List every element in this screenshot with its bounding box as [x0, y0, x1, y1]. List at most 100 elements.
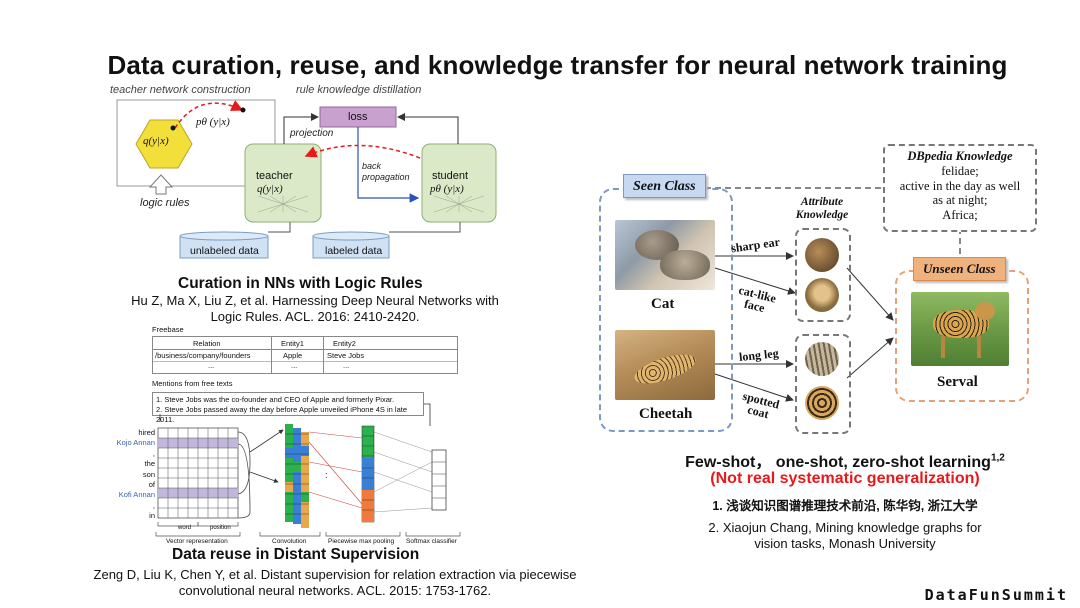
attribute-knowledge-line1: Attribute	[800, 196, 844, 208]
projection-curve-small	[174, 100, 244, 129]
word-son: son	[142, 469, 155, 479]
logic-caption-ref: Hu Z, Ma X, Liu Z, et al. Harnessing Dee…	[80, 293, 550, 325]
distant-ref-line1: Zeng D, Liu K, Chen Y, et al. Distant su…	[93, 567, 577, 582]
distant-ref-line2: convolutional neural networks. ACL. 2015…	[178, 583, 492, 598]
back-label: back	[362, 161, 382, 171]
dbpedia-line-1: felidae;	[941, 164, 979, 178]
position-axis-label: position	[210, 525, 231, 531]
word-the: the	[144, 459, 155, 469]
teacher-panel	[244, 143, 322, 223]
word-kojo: Kojo Annan	[116, 438, 155, 448]
loss-label: loss	[348, 111, 368, 123]
dbpedia-title: DBpedia Knowledge	[907, 149, 1013, 163]
logic-rules-label: logic rules	[140, 197, 190, 209]
freebase-table: Relation Entity1 Entity2 /business/compa…	[152, 336, 458, 374]
td-dots-2: ...	[291, 361, 298, 370]
convolution-label: Convolution	[272, 538, 307, 545]
word-hired: hired	[138, 428, 155, 437]
dbpedia-panel: DBpedia Knowledge felidae; active in the…	[883, 144, 1037, 232]
seen-class-label: Seen Class	[633, 179, 696, 194]
pooling-label: Piecewise max pooling	[328, 538, 395, 545]
td-dots-1: ...	[208, 361, 215, 370]
slide-title: Data curation, reuse, and knowledge tran…	[107, 50, 1008, 80]
cat-photo	[615, 220, 715, 290]
word-of: of	[148, 480, 155, 490]
zero-shot-figure: Seen Class Cat Cheetah Attribute Knowled…	[595, 138, 1045, 438]
logic-caption-title: Curation in NNs with Logic Rules	[178, 275, 423, 292]
word-in: in	[149, 511, 155, 521]
zero-ref-1: 1. 浅谈知识图谱推理技术前沿, 陈华钧, 浙江大学	[712, 499, 978, 513]
unlabeled-data-cylinder	[179, 231, 269, 259]
coat-thumbnail	[805, 386, 839, 420]
td-relation: /business/company/founders	[155, 351, 251, 360]
dbpedia-line-2: active in the day as well	[899, 178, 1021, 193]
attribute-panel-cheetah	[795, 334, 851, 434]
td-entity1: Apple	[283, 351, 303, 360]
pooling-column	[361, 425, 375, 523]
zero-ref-2-line2: vision tasks, Monash University	[754, 536, 936, 551]
labeled-data-cylinder	[312, 231, 390, 259]
zero-caption-title: Few-shot， one-shot, zero-shot learning	[685, 454, 991, 471]
distant-caption-ref: Zeng D, Liu K, Chen Y, et al. Distant su…	[60, 567, 610, 599]
student-label: student	[432, 170, 469, 182]
softmax-label: Softmax classifier	[406, 538, 457, 545]
th-entity1: Entity1	[281, 339, 304, 348]
th-relation: Relation	[193, 339, 221, 348]
face-thumbnail	[805, 278, 839, 312]
p-formula: pθ (y|x)	[196, 116, 230, 128]
word-axis-label: word	[178, 525, 192, 531]
mention-2: 2. Steve Jobs passed away the day before…	[156, 405, 408, 424]
vector-representation-label: Vector representation	[166, 538, 228, 545]
student-panel	[421, 143, 497, 223]
cheetah-label: Cheetah	[639, 406, 693, 422]
attribute-knowledge-line2: Knowledge	[795, 209, 849, 221]
th-entity2: Entity2	[333, 339, 356, 348]
distant-caption-title: Data reuse in Distant Supervision	[172, 546, 420, 563]
distant-supervision-figure: Freebase Relation Entity1 Entity2 /busin…	[100, 322, 480, 550]
freebase-label: Freebase	[152, 325, 184, 334]
leg-thumbnail	[805, 342, 839, 376]
serval-label: Serval	[937, 374, 978, 390]
brand-logo-text: DataFunSummit	[924, 586, 1068, 604]
word-comma-1: ,	[152, 448, 155, 458]
logic-ref-line1: Hu Z, Ma X, Liu Z, et al. Harnessing Dee…	[131, 293, 499, 308]
unseen-class-badge: Unseen Class	[913, 257, 1006, 281]
zero-caption-title-row: Few-shot， one-shot, zero-shot learning1,…	[650, 448, 1040, 472]
unseen-class-label: Unseen Class	[923, 261, 996, 276]
dbpedia-line-3: as at night;	[932, 193, 988, 207]
zero-caption-sup: 1,2	[990, 452, 1005, 464]
zero-ref-2-line1: 2. Xiaojun Chang, Mining knowledge graph…	[708, 520, 982, 535]
teacher-formula: q(y|x)	[257, 183, 283, 195]
zero-ref-2: 2. Xiaojun Chang, Mining knowledge graph…	[650, 520, 1040, 552]
projection-curve	[304, 144, 421, 159]
logic-rules-diagram	[116, 99, 497, 259]
cat-label: Cat	[651, 296, 675, 312]
td-dots-3: ...	[343, 361, 350, 370]
pcnn-diagram	[155, 403, 461, 537]
td-entity2: Steve Jobs	[327, 351, 365, 360]
teacher-label: teacher	[256, 170, 293, 182]
unlabeled-data-label: unlabeled data	[190, 245, 259, 257]
word-comma-2: ,	[152, 500, 155, 510]
projection-label: projection	[290, 128, 334, 139]
attribute-panel-cat	[795, 228, 851, 322]
grid-lines	[158, 428, 238, 518]
q-hexagon	[135, 119, 193, 169]
dbpedia-line-4: Africa;	[942, 207, 978, 222]
rule-distillation-label: rule knowledge distillation	[296, 84, 422, 96]
softmax-layer	[431, 449, 447, 511]
zero-shot-connectors	[705, 187, 961, 402]
conv-columns	[285, 424, 309, 528]
logic-rules-figure: teacher network construction rule knowle…	[100, 84, 500, 264]
logic-rules-arrow	[148, 174, 174, 195]
cheetah-photo	[615, 330, 715, 400]
serval-photo	[911, 292, 1009, 366]
labeled-data-label: labeled data	[325, 245, 383, 257]
student-formula: pθ (y|x)	[430, 183, 464, 195]
ear-thumbnail	[805, 238, 839, 272]
pcnn-dots: :	[325, 470, 328, 480]
mentions-label: Mentions from free texts	[152, 379, 233, 388]
propagation-label: propagation	[362, 172, 410, 182]
mentions-box: 1. Steve Jobs was the co-founder and CEO…	[152, 392, 424, 424]
zero-caption-subtitle: (Not real systematic generalization)	[710, 470, 980, 487]
